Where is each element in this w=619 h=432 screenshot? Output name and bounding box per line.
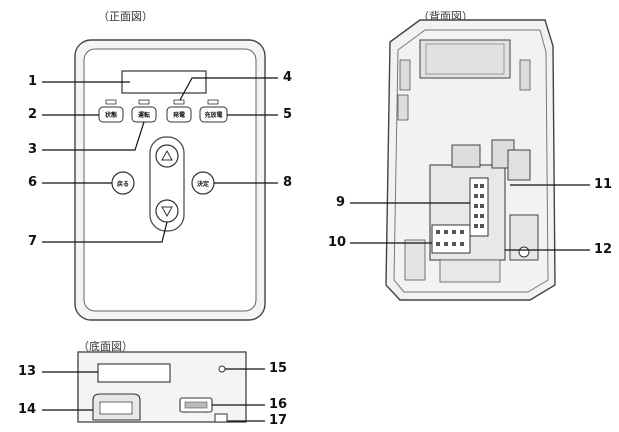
callout-1: 1	[28, 74, 38, 89]
callout-15: 15	[269, 361, 288, 376]
callout-11: 11	[594, 177, 613, 192]
led-operation-icon	[138, 99, 150, 105]
down-button	[155, 199, 179, 223]
callout-12: 12	[594, 242, 613, 257]
status-button-label: 状態	[105, 111, 117, 119]
down-arrow-icon	[161, 206, 173, 218]
back-view	[350, 19, 590, 301]
front-leader-lines	[42, 77, 278, 243]
small-connector	[431, 224, 471, 254]
bottom-latch	[214, 413, 228, 423]
callout-5: 5	[283, 107, 293, 122]
callout-10: 10	[328, 235, 347, 250]
usb-port-icon	[184, 401, 208, 409]
charge-discharge-button-label: 充放電	[204, 111, 222, 119]
bottom-view-label: （底面図）	[78, 340, 133, 353]
led-charge-icon	[207, 99, 219, 105]
leader-3	[42, 121, 145, 151]
front-view-label: （正面図）	[98, 10, 153, 23]
callout-14: 14	[18, 402, 37, 417]
callout-8: 8	[283, 175, 293, 190]
confirm-button-label: 決定	[197, 180, 209, 188]
bottom-hole-icon	[218, 365, 226, 373]
bottom-view	[42, 351, 265, 423]
back-top-slot	[419, 39, 511, 79]
callout-2: 2	[28, 107, 38, 122]
callout-3: 3	[28, 142, 38, 157]
leader-4	[179, 77, 278, 101]
vertical-connector	[469, 177, 489, 237]
display-window	[121, 70, 207, 94]
back-body-inner	[393, 29, 549, 293]
callout-9: 9	[336, 195, 346, 210]
generation-button	[166, 106, 192, 123]
bottom-leader-lines	[42, 368, 265, 422]
led-generation-icon	[173, 99, 185, 105]
led-status-icon	[105, 99, 117, 105]
front-view: 状態 運転 発電 充放電 戻る 決定	[42, 39, 278, 321]
generation-button-label: 発電	[173, 111, 185, 119]
back-button-label: 戻る	[116, 180, 129, 188]
callout-17: 17	[269, 413, 288, 428]
callout-13: 13	[18, 364, 37, 379]
callout-6: 6	[28, 175, 38, 190]
leader-7	[42, 221, 168, 243]
callout-4: 4	[283, 70, 293, 85]
bottom-slot	[97, 363, 171, 383]
cable-clamp	[507, 149, 531, 181]
up-arrow-icon	[161, 149, 173, 161]
callout-16: 16	[269, 397, 288, 412]
callout-7: 7	[28, 234, 38, 249]
up-button	[155, 144, 179, 168]
operation-button-label: 運転	[138, 111, 150, 119]
terminal-screw-icon	[518, 246, 530, 258]
back-leader-lines	[350, 184, 590, 251]
